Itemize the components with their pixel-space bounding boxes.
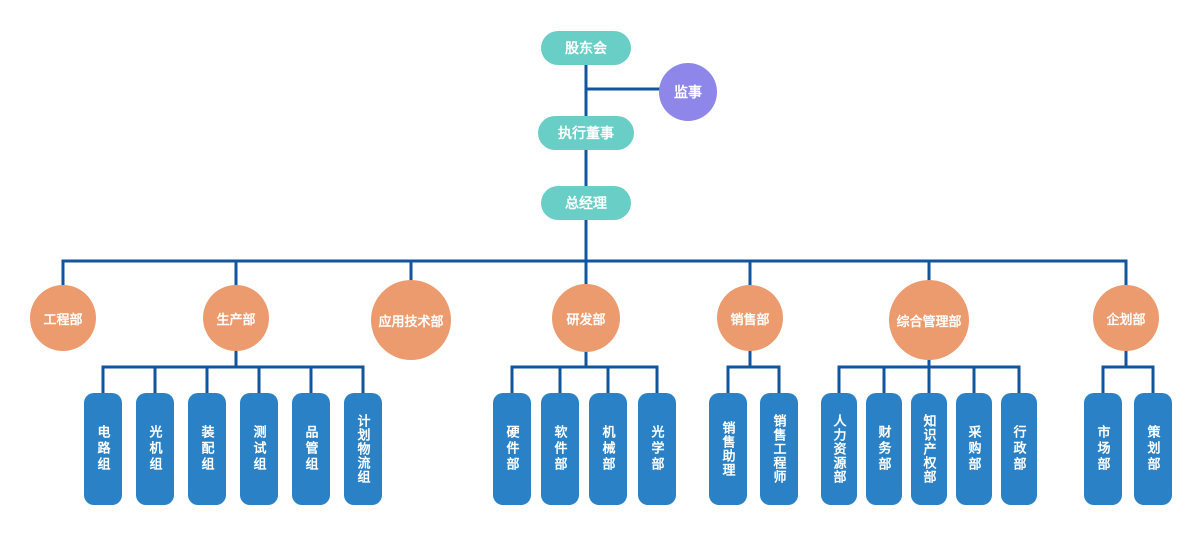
team-label: 装配组 (199, 425, 215, 473)
team-label: 电路组 (95, 425, 111, 473)
team-node-circuit[interactable]: 电路组 (84, 393, 122, 505)
team-label: 计划物流组 (355, 414, 371, 484)
team-label: 销售助理 (720, 421, 736, 477)
team-label: 人力资源部 (831, 414, 847, 484)
dept-label: 销售部 (730, 311, 770, 327)
team-node-administration[interactable]: 行政部 (1001, 393, 1037, 505)
team-label: 销售工程师 (771, 414, 787, 484)
team-label: 光机组 (147, 425, 163, 473)
team-label: 知识产权部 (921, 414, 937, 484)
team-node-sales-engineer[interactable]: 销售工程师 (760, 393, 798, 505)
team-label: 机械部 (600, 425, 616, 473)
team-node-optical[interactable]: 光学部 (638, 393, 676, 505)
dept-label: 应用技术部 (378, 313, 444, 329)
team-label: 策划部 (1145, 425, 1161, 473)
dept-node-applied-tech[interactable]: 应用技术部 (371, 280, 451, 360)
team-node-procurement[interactable]: 采购部 (956, 393, 992, 505)
dept-label: 研发部 (566, 311, 606, 327)
dept-node-planning[interactable]: 企划部 (1093, 285, 1159, 351)
team-node-strategy[interactable]: 策划部 (1134, 393, 1172, 505)
team-node-marketing[interactable]: 市场部 (1084, 393, 1122, 505)
node-general-manager-label: 总经理 (565, 195, 607, 211)
team-label: 测试组 (251, 425, 267, 473)
node-supervisor-label: 监事 (674, 84, 702, 100)
dept-label: 工程部 (43, 311, 83, 327)
dept-label: 企划部 (1106, 311, 1146, 327)
team-label: 光学部 (649, 425, 665, 473)
dept-node-sales[interactable]: 销售部 (717, 285, 783, 351)
team-node-ip[interactable]: 知识产权部 (911, 393, 947, 505)
team-node-opto-mech[interactable]: 光机组 (136, 393, 174, 505)
node-general-manager[interactable]: 总经理 (541, 186, 631, 220)
team-node-plan-logistics[interactable]: 计划物流组 (344, 393, 382, 505)
node-supervisor[interactable]: 监事 (659, 63, 717, 121)
team-node-hr[interactable]: 人力资源部 (821, 393, 857, 505)
team-node-software[interactable]: 软件部 (541, 393, 579, 505)
team-label: 财务部 (876, 425, 892, 473)
team-label: 品管组 (303, 425, 319, 473)
node-shareholders[interactable]: 股东会 (541, 31, 631, 65)
node-executive-director[interactable]: 执行董事 (538, 116, 634, 150)
team-node-finance[interactable]: 财务部 (866, 393, 902, 505)
node-executive-director-label: 执行董事 (558, 125, 614, 141)
team-label: 市场部 (1095, 425, 1111, 473)
team-node-sales-assistant[interactable]: 销售助理 (709, 393, 747, 505)
team-node-hardware[interactable]: 硬件部 (493, 393, 531, 505)
team-label: 硬件部 (504, 425, 520, 473)
team-node-mechanical[interactable]: 机械部 (589, 393, 627, 505)
dept-label: 综合管理部 (896, 313, 962, 329)
team-node-testing[interactable]: 测试组 (240, 393, 278, 505)
team-label: 行政部 (1011, 425, 1027, 473)
dept-node-admin[interactable]: 综合管理部 (889, 280, 969, 360)
node-shareholders-label: 股东会 (565, 40, 607, 56)
dept-node-engineering[interactable]: 工程部 (30, 285, 96, 351)
team-node-assembly[interactable]: 装配组 (188, 393, 226, 505)
dept-node-rnd[interactable]: 研发部 (552, 284, 620, 352)
dept-node-production[interactable]: 生产部 (203, 285, 269, 351)
team-label: 软件部 (552, 425, 568, 473)
team-node-quality[interactable]: 品管组 (292, 393, 330, 505)
team-label: 采购部 (966, 425, 982, 473)
dept-label: 生产部 (216, 311, 256, 327)
